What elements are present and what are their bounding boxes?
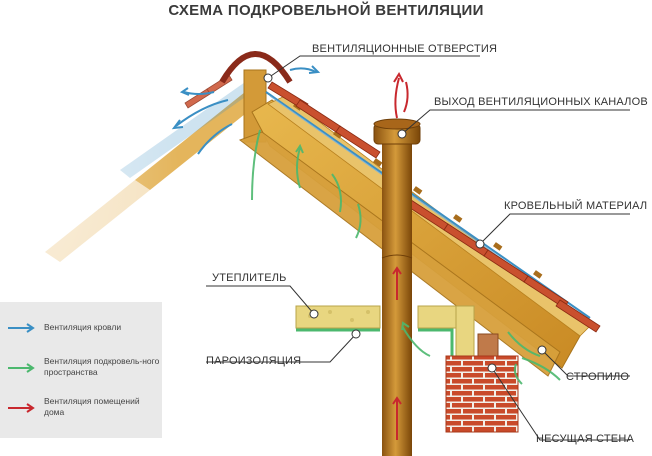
marker-vapor <box>351 329 361 339</box>
legend-item-underroof: Вентиляция подкровель-ного пространства <box>6 356 162 392</box>
roof-membrane <box>265 91 591 319</box>
roof-tiles <box>267 81 601 333</box>
blue-arrow-icon <box>8 323 35 333</box>
label-bearing-wall: НЕСУЩАЯ СТЕНА <box>536 433 635 445</box>
legend-item-house: Вентиляция помещений дома <box>6 396 162 432</box>
marker-vent-openings <box>263 73 273 83</box>
marker-rafter <box>537 345 547 355</box>
label-roofing-material: КРОВЕЛЬНЫЙ МАТЕРИАЛ <box>504 200 648 212</box>
label-insulation: УТЕПЛИТЕЛЬ <box>212 272 287 284</box>
legend-text-house: Вентиляция помещений дома <box>44 396 140 417</box>
label-vent-outlet: ВЫХОД ВЕНТИЛЯЦИОННЫХ КАНАЛОВ <box>434 96 648 108</box>
green-arrow-icon <box>8 363 35 373</box>
leader-lines <box>206 55 630 441</box>
wall-post <box>477 333 499 357</box>
ridge-cap <box>219 51 293 84</box>
roof-ventilation-arrows <box>171 65 321 155</box>
marker-vent-outlet <box>397 129 407 139</box>
marker-insulation <box>309 309 319 319</box>
underroof-ventilation-arrows <box>251 129 561 385</box>
label-rafter: СТРОПИЛО <box>566 371 630 383</box>
label-vapor-barrier: ПАРОИЗОЛЯЦИЯ <box>206 355 302 367</box>
legend-text-underroof: Вентиляция подкровель-ного пространства <box>44 356 160 377</box>
label-vent-openings: ВЕНТИЛЯЦИОННЫЕ ОТВЕРСТИЯ <box>312 43 498 55</box>
house-ventilation-arrows <box>392 71 409 440</box>
legend: Вентиляция кровли Вентиляция подкровель-… <box>0 302 162 438</box>
legend-item-roof: Вентиляция кровли <box>6 316 162 352</box>
red-arrow-icon <box>8 403 35 413</box>
brick-wall <box>445 355 519 433</box>
marker-wall <box>487 363 497 373</box>
page-title: СХЕМА ПОДКРОВЕЛЬНОЙ ВЕНТИЛЯЦИИ <box>168 2 484 19</box>
legend-text-roof: Вентиляция кровли <box>44 322 122 332</box>
marker-roofing <box>475 239 485 249</box>
